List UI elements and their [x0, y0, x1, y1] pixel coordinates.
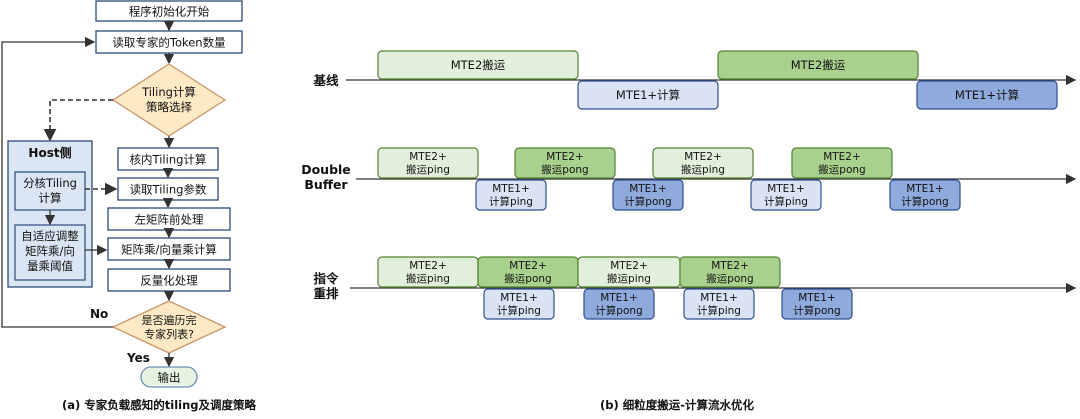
db-mte1-pong-2-l2: 计算pong	[901, 195, 948, 208]
db-mte2-pong-2-l1: MTE2+	[823, 151, 861, 163]
tiling-decision-line2: 策略选择	[146, 100, 192, 114]
baseline-mte2-label-1: MTE2搬运	[451, 58, 506, 72]
re-mte1-pong-1-l1: MTE1+	[600, 292, 638, 304]
re-mte1-pong-1-l2: 计算pong	[595, 304, 642, 317]
right-caption: (b) 细粒度搬运-计算流水优化	[600, 398, 755, 412]
baseline-mte2-block-2	[717, 50, 919, 80]
loop-decision-diamond	[111, 300, 227, 354]
db-mte2-ping-2-l1: MTE2+	[684, 151, 722, 163]
host-adapt-line2: 矩阵乘/向	[25, 244, 75, 258]
db-mte2-ping-2	[652, 147, 754, 179]
db-mte1-pong-1	[612, 179, 684, 211]
re-mte2-pong-1-l2: 搬运pong	[504, 272, 551, 285]
row-label-reorder-1: 指令	[313, 271, 339, 286]
re-mte1-ping-1-l2: 计算ping	[497, 304, 541, 317]
flowchart: 程序初始化开始 读取专家的Token数量 Tiling计算 策略选择 Host侧…	[1, 0, 257, 412]
re-mte1-pong-1	[583, 288, 655, 320]
left-caption: (a) 专家负载感知的tiling及调度策略	[62, 398, 257, 412]
host-split-line2: 计算	[39, 191, 62, 205]
row-label-double-2: Buffer	[304, 177, 348, 192]
baseline-mte1-block-1	[577, 80, 719, 110]
host-adapt-box	[14, 224, 86, 281]
re-mte2-ping-1-l2: 搬运ping	[406, 272, 450, 285]
db-mte2-pong-1	[514, 147, 616, 179]
db-mte2-ping-1-l2: 搬运ping	[406, 163, 450, 176]
output-label: 输出	[158, 371, 181, 385]
re-mte2-ping-2-l1: MTE2+	[610, 260, 648, 272]
loop-decision-line1: 是否遍历完	[142, 313, 197, 327]
no-label: No	[90, 307, 108, 321]
db-mte2-pong-1-l2: 搬运pong	[541, 163, 588, 176]
re-mte2-ping-1-l1: MTE2+	[409, 260, 447, 272]
yes-label: Yes	[126, 351, 150, 365]
db-mte1-ping-1	[475, 179, 547, 211]
left-matrix-pre-label: 左矩阵前处理	[135, 213, 204, 227]
loop-decision-line2: 专家列表?	[144, 327, 194, 341]
re-mte2-pong-1-l1: MTE2+	[509, 260, 547, 272]
row-label-double-1: Double	[301, 162, 351, 177]
baseline-mte1-label-1: MTE1+计算	[616, 88, 680, 102]
db-mte2-pong-2-l2: 搬运pong	[818, 163, 865, 176]
db-mte1-ping-1-l2: 计算ping	[489, 195, 533, 208]
kernel-tiling-label: 核内Tiling计算	[130, 153, 207, 167]
re-mte2-ping-2-l2: 搬运ping	[607, 272, 651, 285]
db-mte2-ping-2-l2: 搬运ping	[681, 163, 725, 176]
reorder-top-blocks: MTE2+ 搬运ping MTE2+ 搬运pong MTE2+ 搬运ping M…	[377, 256, 781, 288]
re-mte2-pong-2	[679, 256, 781, 288]
db-bottom-blocks: MTE1+ 计算ping MTE1+ 计算pong MTE1+ 计算ping M…	[475, 179, 961, 211]
re-mte1-ping-1-l1: MTE1+	[500, 292, 538, 304]
row-label-baseline: 基线	[312, 73, 339, 88]
output-terminal	[140, 366, 198, 388]
re-mte2-pong-2-l2: 搬运pong	[706, 272, 753, 285]
host-title: Host侧	[28, 145, 71, 160]
tiling-decision-line1: Tiling计算	[141, 85, 196, 99]
dashed-arrow-to-host	[43, 99, 113, 142]
baseline-mte1-block-2	[916, 80, 1058, 110]
row-label-reorder-2: 重排	[313, 286, 339, 301]
pipeline-timelines: 基线 MTE2搬运 MTE1+计算 MTE2搬运 MTE1+计算 Double …	[301, 50, 1077, 412]
db-mte1-pong-2	[889, 179, 961, 211]
db-mte1-ping-2	[750, 179, 822, 211]
db-mte2-ping-1-l1: MTE2+	[409, 151, 447, 163]
re-mte1-ping-1	[483, 288, 555, 320]
read-tokens-label: 读取专家的Token数量	[112, 36, 225, 50]
no-loop-arrow	[1, 36, 113, 328]
db-mte2-pong-2	[791, 147, 893, 179]
db-mte2-ping-1	[377, 147, 479, 179]
re-mte1-ping-2	[683, 288, 755, 320]
host-adapt-line3: 量乘阈值	[27, 259, 73, 273]
re-mte1-pong-2	[781, 288, 853, 320]
baseline-mte2-label-2: MTE2搬运	[791, 58, 846, 72]
host-split-line1: 分核Tiling	[23, 176, 77, 190]
re-mte2-pong-2-l1: MTE2+	[711, 260, 749, 272]
read-tiling-params-label: 读取Tiling参数	[130, 183, 207, 197]
re-mte1-ping-2-l2: 计算ping	[697, 304, 741, 317]
baseline-mte1-label-2: MTE1+计算	[955, 88, 1019, 102]
db-mte1-pong-1-l1: MTE1+	[629, 183, 667, 195]
db-mte1-ping-2-l2: 计算ping	[764, 195, 808, 208]
start-label: 程序初始化开始	[129, 5, 210, 19]
reorder-bottom-blocks: MTE1+ 计算ping MTE1+ 计算pong MTE1+ 计算ping M…	[483, 288, 853, 320]
re-mte1-ping-2-l1: MTE1+	[700, 292, 738, 304]
matmul-label: 矩阵乘/向量乘计算	[121, 243, 217, 257]
db-mte1-ping-1-l1: MTE1+	[492, 183, 530, 195]
db-mte1-pong-2-l1: MTE1+	[906, 183, 944, 195]
dequant-label: 反量化处理	[140, 274, 198, 288]
host-adapt-line1: 自适应调整	[21, 229, 79, 243]
baseline-mte2-block-1	[377, 50, 579, 80]
re-mte1-pong-2-l1: MTE1+	[798, 292, 836, 304]
db-mte2-pong-1-l1: MTE2+	[546, 151, 584, 163]
re-mte1-pong-2-l2: 计算pong	[793, 304, 840, 317]
db-top-blocks: MTE2+ 搬运ping MTE2+ 搬运pong MTE2+ 搬运ping M…	[377, 147, 893, 179]
db-mte1-pong-1-l2: 计算pong	[624, 195, 671, 208]
db-mte1-ping-2-l1: MTE1+	[767, 183, 805, 195]
